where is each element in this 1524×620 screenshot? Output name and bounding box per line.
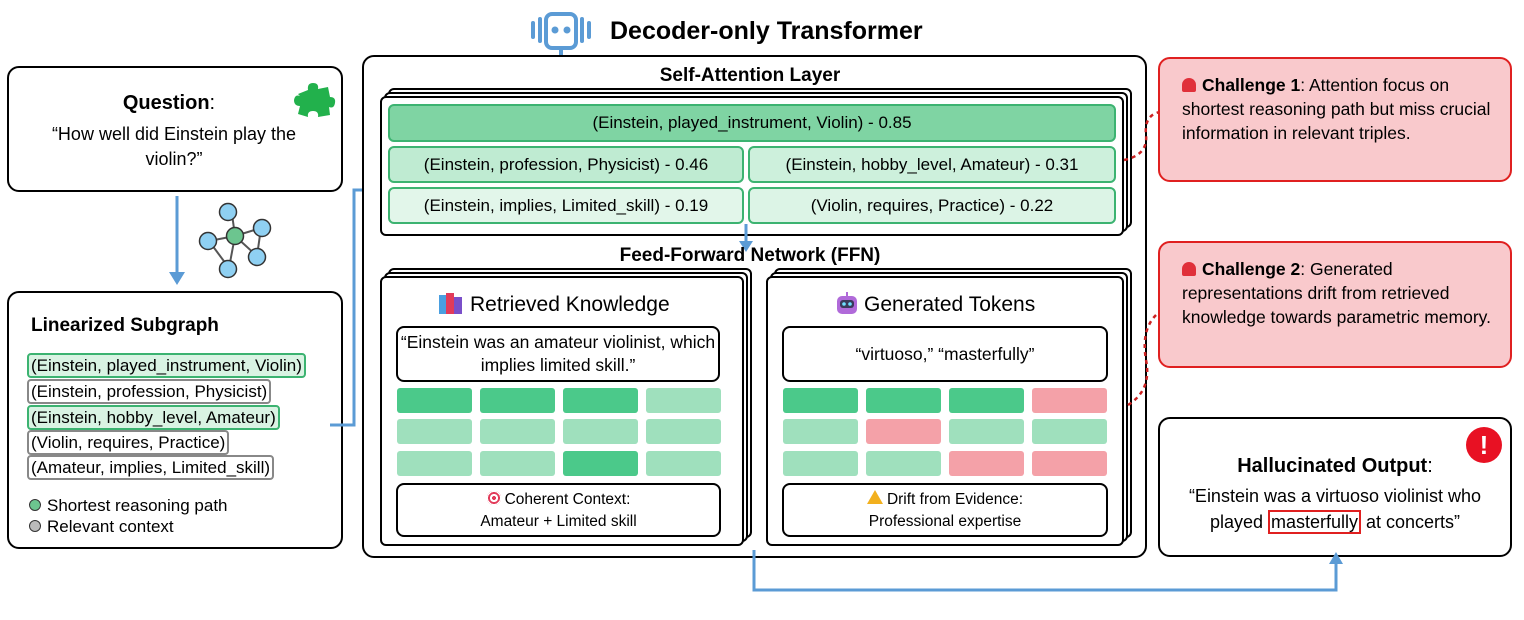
siren-icon xyxy=(1182,262,1196,276)
highlighted-token: masterfully xyxy=(1267,510,1362,534)
books-icon xyxy=(438,292,464,316)
gray-dot-icon xyxy=(29,520,41,532)
generated-cell xyxy=(866,451,941,476)
challenge-2-text: : Generated representations drift from r… xyxy=(1182,259,1491,327)
subgraph-triple-4: (Violin, requires, Practice) xyxy=(27,430,230,455)
retrieved-cell xyxy=(480,388,555,413)
generated-cell xyxy=(783,451,858,476)
green-dot-icon xyxy=(29,499,41,511)
retrieved-cell xyxy=(646,451,721,476)
challenge-1-box: Challenge 1: Attention focus on shortest… xyxy=(1158,57,1512,182)
challenge-2-label: Challenge 2 xyxy=(1202,259,1301,279)
retrieved-cell xyxy=(646,388,721,413)
question-box: Question: “How well did Einstein play th… xyxy=(7,66,343,192)
retrieved-title: Retrieved Knowledge xyxy=(470,293,670,316)
generated-quote-box: “virtuoso,” “masterfully” xyxy=(782,326,1108,382)
subgraph-triple-1: (Einstein, played_instrument, Violin) xyxy=(27,353,306,378)
output-text: “Einstein was a virtuoso violinist who p… xyxy=(1188,486,1482,534)
output-arrow xyxy=(752,550,1343,592)
page-title: Decoder-only Transformer xyxy=(610,17,923,45)
generated-cell xyxy=(866,388,941,413)
retrieved-cell xyxy=(646,419,721,444)
attention-row-4: (Einstein, implies, Limited_skill) - 0.1… xyxy=(388,187,744,224)
output-box: Hallucinated Output: “Einstein was a vir… xyxy=(1158,417,1512,557)
retrieved-cell xyxy=(563,451,638,476)
generated-cell xyxy=(783,419,858,444)
generated-cell xyxy=(949,451,1024,476)
retrieved-cell xyxy=(397,451,472,476)
generated-footer: Drift from Evidence: Professional expert… xyxy=(782,483,1108,537)
attention-row-3: (Einstein, hobby_level, Amateur) - 0.31 xyxy=(748,146,1116,183)
retrieved-quote-box: “Einstein was an amateur violinist, whic… xyxy=(396,326,720,382)
generated-cell xyxy=(949,388,1024,413)
retrieved-cell xyxy=(480,451,555,476)
challenge-2-box: Challenge 2: Generated representations d… xyxy=(1158,241,1512,368)
generated-cell xyxy=(1032,419,1107,444)
attention-title: Self-Attention Layer xyxy=(659,65,841,86)
output-label: Hallucinated Output xyxy=(1237,455,1428,477)
attention-row-1: (Einstein, played_instrument, Violin) - … xyxy=(388,104,1116,142)
generated-cell xyxy=(783,388,858,413)
generated-quote: “virtuoso,” “masterfully” xyxy=(855,344,1035,364)
generated-title: Generated Tokens xyxy=(864,293,1036,316)
retrieved-cell xyxy=(563,388,638,413)
puzzle-icon xyxy=(292,80,336,120)
down-arrow xyxy=(169,196,185,285)
generated-cell xyxy=(1032,451,1107,476)
generated-cell xyxy=(949,419,1024,444)
attention-row-2: (Einstein, profession, Physicist) - 0.46 xyxy=(388,146,744,183)
generated-cell xyxy=(1032,388,1107,413)
retrieved-quote: “Einstein was an amateur violinist, whic… xyxy=(400,332,716,375)
challenge-connectors xyxy=(1123,110,1163,407)
target-icon xyxy=(486,491,501,505)
attention-row-5: (Violin, requires, Practice) - 0.22 xyxy=(748,187,1116,224)
subgraph-triple-2: (Einstein, profession, Physicist) xyxy=(27,379,272,404)
subgraph-box: Linearized Subgraph (Einstein, played_in… xyxy=(7,291,343,549)
generated-cell xyxy=(866,419,941,444)
challenge-1-label: Challenge 1 xyxy=(1202,75,1301,95)
question-text: “How well did Einstein play the violin?” xyxy=(51,124,297,169)
question-label: Question xyxy=(122,92,210,114)
subgraph-triple-5: (Amateur, implies, Limited_skill) xyxy=(27,455,275,480)
retrieved-cell xyxy=(397,419,472,444)
retrieved-cell xyxy=(563,419,638,444)
retrieved-cell xyxy=(397,388,472,413)
subgraph-triple-3: (Einstein, hobby_level, Amateur) xyxy=(27,405,280,430)
graph-icon xyxy=(194,198,284,282)
subgraph-title: Linearized Subgraph xyxy=(31,315,219,336)
retrieved-footer: Coherent Context: Amateur + Limited skil… xyxy=(396,483,721,537)
warning-icon xyxy=(866,490,883,504)
attention-to-ffn-arrow xyxy=(739,224,753,252)
exclamation-icon: ! xyxy=(1466,427,1502,463)
siren-icon xyxy=(1182,78,1196,92)
ffn-title: Feed-Forward Network (FFN) xyxy=(619,245,881,266)
legend-shortest: Shortest reasoning path xyxy=(29,496,228,516)
challenge-1-text: : Attention focus on shortest reasoning … xyxy=(1182,75,1491,143)
bot-face-icon xyxy=(834,291,860,317)
legend-relevant: Relevant context xyxy=(29,517,174,537)
retrieved-cell xyxy=(480,419,555,444)
